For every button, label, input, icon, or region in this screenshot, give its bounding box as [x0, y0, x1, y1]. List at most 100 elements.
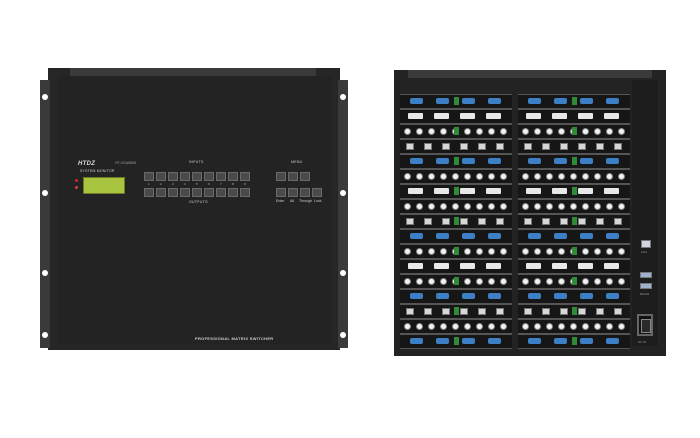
bnc-port[interactable] — [534, 248, 541, 255]
bnc-port[interactable] — [594, 278, 601, 285]
bnc-port[interactable] — [522, 278, 529, 285]
power-inlet[interactable] — [637, 314, 653, 336]
dvi-port[interactable] — [604, 188, 619, 194]
rj45-port[interactable] — [478, 218, 486, 225]
dvi-port[interactable] — [552, 263, 567, 269]
rj45-port[interactable] — [614, 218, 622, 225]
bnc-port[interactable] — [522, 323, 529, 330]
vga-port[interactable] — [410, 158, 423, 164]
bnc-port[interactable] — [440, 323, 447, 330]
bnc-port[interactable] — [428, 203, 435, 210]
rj45-port[interactable] — [496, 143, 504, 150]
vga-port[interactable] — [462, 98, 475, 104]
input-button-9[interactable] — [240, 172, 250, 181]
bnc-port[interactable] — [464, 278, 471, 285]
vga-port[interactable] — [554, 98, 567, 104]
bnc-port[interactable] — [534, 323, 541, 330]
rj45-port[interactable] — [442, 143, 450, 150]
bnc-port[interactable] — [404, 173, 411, 180]
bnc-port[interactable] — [546, 248, 553, 255]
bnc-port[interactable] — [618, 128, 625, 135]
vga-port[interactable] — [410, 293, 423, 299]
bnc-port[interactable] — [416, 278, 423, 285]
rj45-port[interactable] — [596, 308, 604, 315]
bnc-port[interactable] — [404, 203, 411, 210]
output-button-6[interactable] — [204, 188, 214, 197]
bnc-port[interactable] — [428, 128, 435, 135]
bnc-port[interactable] — [488, 203, 495, 210]
dvi-port[interactable] — [486, 113, 501, 119]
bnc-port[interactable] — [488, 248, 495, 255]
rj45-port[interactable] — [460, 143, 468, 150]
bnc-port[interactable] — [582, 173, 589, 180]
bnc-port[interactable] — [440, 278, 447, 285]
bnc-port[interactable] — [546, 128, 553, 135]
dvi-port[interactable] — [578, 263, 593, 269]
bnc-port[interactable] — [476, 323, 483, 330]
bnc-port[interactable] — [428, 278, 435, 285]
rj45-port[interactable] — [460, 218, 468, 225]
bnc-port[interactable] — [534, 173, 541, 180]
bnc-port[interactable] — [440, 173, 447, 180]
dvi-port[interactable] — [526, 263, 541, 269]
input-button-8[interactable] — [228, 172, 238, 181]
through-button[interactable] — [300, 188, 310, 197]
bnc-port[interactable] — [558, 278, 565, 285]
bnc-port[interactable] — [428, 248, 435, 255]
vga-port[interactable] — [436, 338, 449, 344]
bnc-port[interactable] — [558, 323, 565, 330]
bnc-port[interactable] — [618, 248, 625, 255]
output-button-2[interactable] — [156, 188, 166, 197]
vga-port[interactable] — [580, 98, 593, 104]
bnc-port[interactable] — [452, 203, 459, 210]
menu-button-3[interactable] — [300, 172, 310, 181]
bnc-port[interactable] — [476, 173, 483, 180]
bnc-port[interactable] — [594, 323, 601, 330]
bnc-port[interactable] — [522, 203, 529, 210]
bnc-port[interactable] — [546, 278, 553, 285]
bnc-port[interactable] — [606, 173, 613, 180]
output-button-5[interactable] — [192, 188, 202, 197]
rj45-port[interactable] — [524, 218, 532, 225]
output-button-1[interactable] — [144, 188, 154, 197]
bnc-port[interactable] — [500, 128, 507, 135]
bnc-port[interactable] — [594, 128, 601, 135]
output-button-4[interactable] — [180, 188, 190, 197]
bnc-port[interactable] — [476, 248, 483, 255]
dvi-port[interactable] — [552, 188, 567, 194]
vga-port[interactable] — [462, 158, 475, 164]
dvi-port[interactable] — [408, 113, 423, 119]
bnc-port[interactable] — [618, 173, 625, 180]
dvi-port[interactable] — [578, 188, 593, 194]
bnc-port[interactable] — [500, 323, 507, 330]
rj45-port[interactable] — [478, 308, 486, 315]
bnc-port[interactable] — [404, 278, 411, 285]
menu-button-2[interactable] — [288, 172, 298, 181]
rj45-port[interactable] — [424, 143, 432, 150]
bnc-port[interactable] — [416, 203, 423, 210]
bnc-port[interactable] — [476, 278, 483, 285]
rj45-port[interactable] — [424, 218, 432, 225]
vga-port[interactable] — [528, 158, 541, 164]
bnc-port[interactable] — [594, 203, 601, 210]
bnc-port[interactable] — [476, 128, 483, 135]
bnc-port[interactable] — [618, 323, 625, 330]
dvi-port[interactable] — [408, 263, 423, 269]
bnc-port[interactable] — [606, 203, 613, 210]
dvi-port[interactable] — [434, 188, 449, 194]
bnc-port[interactable] — [464, 323, 471, 330]
dvi-port[interactable] — [460, 263, 475, 269]
bnc-port[interactable] — [464, 173, 471, 180]
vga-port[interactable] — [488, 98, 501, 104]
vga-port[interactable] — [580, 158, 593, 164]
menu-button-1[interactable] — [276, 172, 286, 181]
bnc-port[interactable] — [606, 128, 613, 135]
bnc-port[interactable] — [606, 323, 613, 330]
vga-port[interactable] — [606, 158, 619, 164]
vga-port[interactable] — [554, 158, 567, 164]
input-button-5[interactable] — [192, 172, 202, 181]
rj45-port[interactable] — [442, 308, 450, 315]
dvi-port[interactable] — [604, 113, 619, 119]
bnc-port[interactable] — [522, 173, 529, 180]
rj45-port[interactable] — [460, 308, 468, 315]
